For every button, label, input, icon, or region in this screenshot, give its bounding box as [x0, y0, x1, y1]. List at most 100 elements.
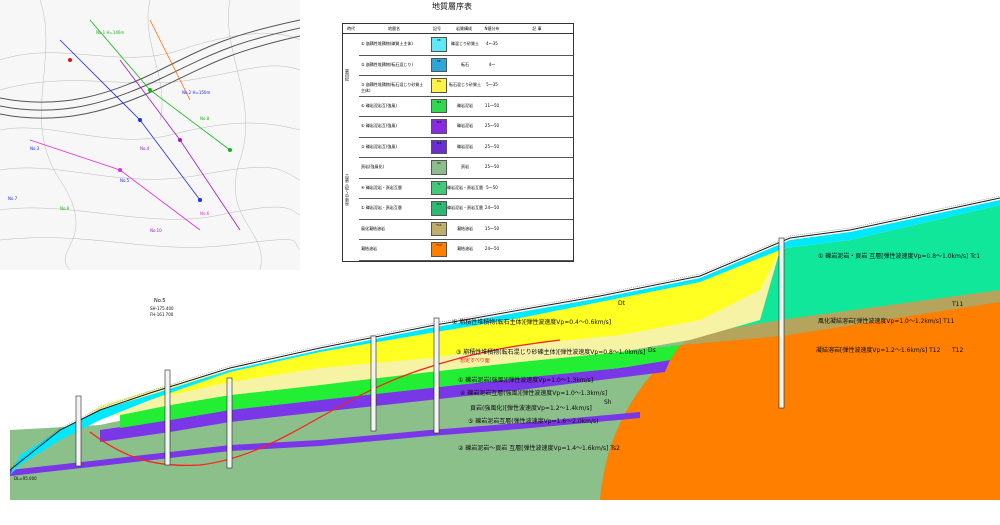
section-labels: ① 崩積性堆積物(転石主体)[弾性波速度Vp=0.4〜0.6km/s] ③ 崩積… [14, 252, 980, 481]
legend-row-n: 25〜50 [484, 123, 500, 128]
legend-row-n: 25〜50 [484, 164, 500, 169]
legend-row: 風化凝結溶岩 T11 凝結溶岩 15〜50 [359, 219, 573, 240]
legend-row-rock: 転石混じり砂質土 [449, 82, 481, 87]
legend-row-n: 24〜50 [484, 205, 500, 210]
legend-row-name: 風化凝結溶岩 [361, 225, 385, 231]
legend-row: ① 崩積性堆積物(礫質土主体) Dt 礫混じり砂質土 4〜35 [359, 34, 573, 56]
borehole-6 [778, 237, 785, 409]
label-deep: ② 礫岩泥岩〜頁岩 互層[弾性波速度Vp=1.4〜1.6km/s] Ts2 [458, 444, 620, 452]
legend-row: ① 礫岩泥岩互(強風) Ts1 礫岩泥岩 11〜50 [359, 96, 573, 117]
legend-row-rock: 転石 [461, 61, 469, 67]
code-dt: Dt [618, 300, 626, 307]
legend-row-n: 11〜50 [484, 102, 500, 108]
legend-row-n: 24〜50 [484, 246, 500, 251]
code-sh: Sh [604, 399, 612, 406]
legend-row-rock: 凝結溶岩 [457, 246, 473, 251]
legend-row-name: ② 礫岩泥岩互(強風) [361, 143, 397, 149]
legend-row-n: 15〜50 [484, 225, 500, 231]
legend-row-rock: 礫岩泥岩 [457, 143, 473, 149]
map-label-8: No.8 [200, 116, 210, 121]
legend-row-rock: 礫岩泥岩 [457, 102, 473, 108]
label-ts2: ④ 礫岩泥岩互層(強風)[弾性波速度Vp=1.0〜1.3km/s] [460, 389, 607, 397]
legend-row-swatch: Ds [431, 78, 447, 93]
header-divider [343, 33, 573, 34]
legend-row-n: 5〜35 [486, 82, 498, 87]
legend-row-rock: 礫混じり砂質土 [451, 41, 479, 46]
borehole-5 [433, 317, 440, 434]
era-quaternary: 第四紀 [345, 69, 350, 81]
contour-lines [0, 0, 300, 270]
station-sub-2: FH-161.700 [150, 312, 174, 317]
ground-surface [9, 197, 1000, 471]
code-t12: T12 [951, 347, 963, 354]
map-label-4: No.4 [140, 146, 150, 151]
road [0, 19, 300, 119]
legend-row-name: ② 崩積性堆積物(転石混じり) [361, 61, 413, 67]
boring-points [68, 58, 232, 202]
legend-row-swatch: Tc [431, 180, 447, 195]
layer-tc [690, 205, 1000, 335]
legend-row-rock: 頁岩 [461, 164, 469, 169]
legend-row-n: 5〜50 [486, 184, 498, 190]
layer-t11 [682, 290, 1000, 345]
map-labels: No.1 H=146m No.2 H=150m No.3 No.4 No.5 N… [8, 30, 210, 233]
legend-row-swatch: Dt [431, 37, 447, 52]
legend-row-rock: 礫岩泥岩・頁岩互層 [447, 205, 483, 210]
map-label-10: No.10 [150, 228, 162, 233]
label-ts1: ① 礫岩泥岩(強風)[弾性波速度Vp=1.0〜1.3km/s] [458, 376, 593, 384]
code-ds: Ds [648, 347, 656, 354]
legend-row-swatch: Ts1 [431, 98, 447, 113]
borehole-4 [370, 335, 377, 432]
legend-row-n: 4〜35 [486, 41, 498, 46]
label-dt: ① 崩積性堆積物(転石主体)[弾性波速度Vp=0.4〜0.6km/s] [452, 318, 611, 326]
legend-row-swatch: T12 [431, 242, 447, 257]
station-label: No.5 [154, 298, 165, 304]
legend-row-name: ① 礫岩泥岩互(強風) [361, 102, 397, 108]
strata-legend-table: 時代 地層名 記号 岩質構成 N値分布 記 事 第四紀 古第三紀〜中新世 ① 崩… [342, 23, 574, 262]
legend-title: 地質層序表 [432, 2, 472, 11]
map-label-5: No.5 [120, 178, 130, 183]
label-sh: 頁岩(強風化)[弾性波速度Vp=1.2〜1.4km/s] [470, 404, 592, 412]
surface-hatching [9, 195, 1000, 469]
legend-row-name: ③ 崩積性堆積物(転石混じり砂質土主体) [361, 82, 424, 93]
map-label-9: No.9 [60, 206, 70, 211]
datum-label: DL=95.000 [14, 476, 37, 481]
legend-row-rock: 凝結溶岩 [457, 225, 473, 231]
legend-row-swatch: T11 [431, 221, 447, 236]
layer-dt [10, 200, 1000, 475]
assumed-slip-surface [89, 339, 561, 467]
map-label-2: No.2 H=150m [182, 90, 210, 95]
map-label-6: No.6 [200, 211, 210, 216]
era-tertiary: 古第三紀〜中新世 [345, 174, 350, 206]
borehole-2 [164, 369, 171, 466]
code-t11: T11 [951, 301, 963, 308]
legend-row-n: 4〜 [488, 61, 496, 67]
label-ds: ③ 崩積性堆積物(転石混じり砂礫主体)[弾性波速度Vp=0.8〜1.0km/s] [456, 348, 645, 356]
legend-row-name: ④ 礫岩泥岩・頁岩互層 [361, 184, 402, 190]
legend-row-rock: 礫岩泥岩 [457, 123, 473, 128]
layer-ts2 [100, 360, 670, 442]
legend-row-name: ① 崩積性堆積物(礫質土主体) [361, 41, 413, 46]
map-label-7: No.7 [8, 196, 18, 201]
legend-row: ② 礫岩泥岩互(強風) Ts3 礫岩泥岩 25〜50 [359, 137, 573, 158]
boreholes [75, 237, 785, 469]
legend-row-swatch: Ts3 [431, 139, 447, 154]
label-slip: 想定すべり面 [460, 357, 490, 364]
legend-row-swatch: Tc2 [431, 201, 447, 216]
legend-row-name: 凝結溶岩 [361, 246, 377, 251]
map-label-1: No.1 H=146m [96, 30, 124, 35]
legend-row-swatch: Sh [431, 160, 447, 175]
borehole-1 [75, 395, 82, 467]
plan-map-svg: No.1 H=146m No.2 H=150m No.3 No.4 No.5 N… [0, 0, 300, 270]
layer-t12 [600, 300, 1000, 500]
legend-row-name: ① 礫岩泥岩・頁岩互層 [361, 205, 402, 210]
legend-row-n: 25〜50 [484, 143, 500, 149]
plan-map: No.1 H=146m No.2 H=150m No.3 No.4 No.5 N… [0, 0, 300, 270]
map-label-3: No.3 [30, 146, 40, 151]
